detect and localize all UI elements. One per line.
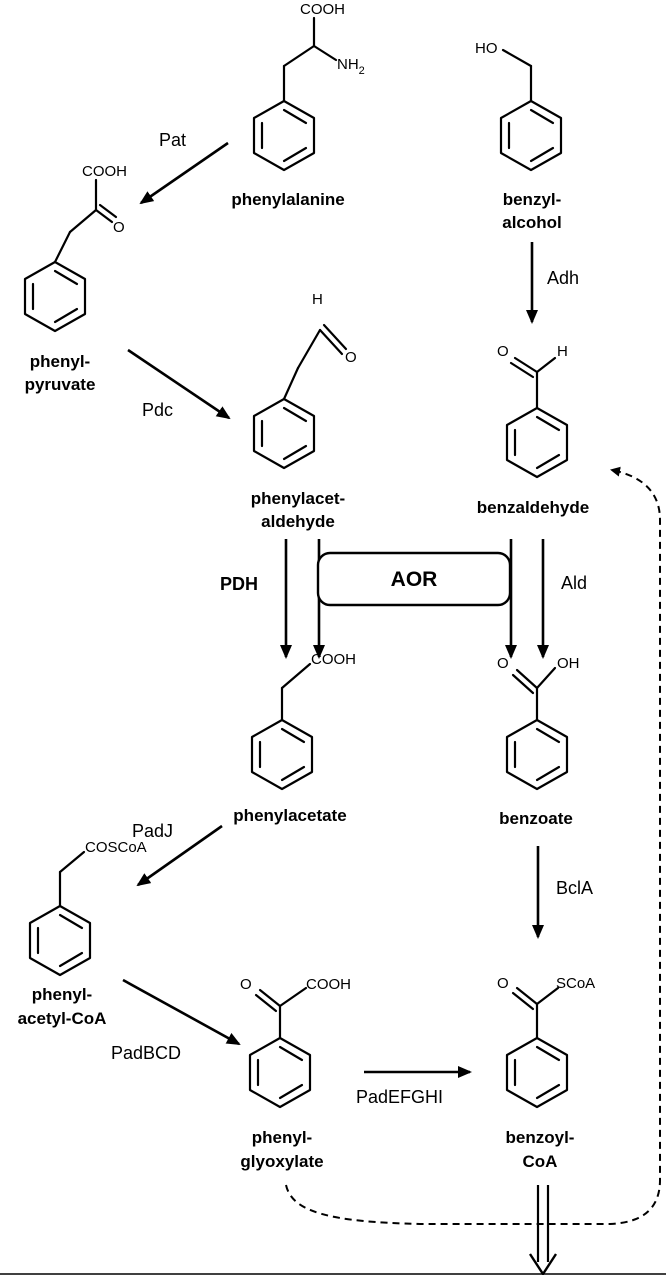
downstream-double-arrow bbox=[528, 1185, 558, 1275]
enzyme-pdc-label: Pdc bbox=[142, 400, 173, 420]
enzyme-ald-label: Ald bbox=[561, 573, 587, 593]
benzyl-alcohol-ho-label: HO bbox=[475, 40, 498, 57]
phenylpyruvate-structure bbox=[23, 178, 118, 333]
enzyme-pdh-label: PDH bbox=[220, 574, 258, 594]
compound-benzyl-alcohol: HO benzyl- alcohol bbox=[475, 40, 563, 232]
phenylacetate-name: phenylacetate bbox=[233, 806, 346, 825]
enzyme-adh-label: Adh bbox=[547, 268, 579, 288]
compound-benzoate: O OH benzoate bbox=[497, 655, 580, 828]
benzoyl-coa-name-line1: benzoyl- bbox=[506, 1128, 575, 1147]
phenylacetyl-coa-name-line1: phenyl- bbox=[32, 985, 92, 1004]
phenylalanine-nh-text: NH bbox=[337, 56, 359, 73]
compound-phenylacetyl-coa: COSCoA phenyl- acetyl-CoA bbox=[18, 839, 147, 1028]
phenylglyoxylate-structure bbox=[248, 986, 312, 1109]
compound-phenylpyruvate: COOH O phenyl- pyruvate bbox=[23, 163, 127, 394]
benzaldehyde-name: benzaldehyde bbox=[477, 498, 589, 517]
enzyme-padbcd-label: PadBCD bbox=[111, 1043, 181, 1063]
benzoate-oh-label: OH bbox=[557, 655, 580, 672]
benzoyl-coa-o-label: O bbox=[497, 975, 509, 992]
compound-phenylalanine: COOH NH2 phenylalanine bbox=[231, 1, 364, 209]
phenylglyoxylate-cooh-label: COOH bbox=[306, 976, 351, 993]
phenylacetyl-coa-structure bbox=[28, 850, 92, 977]
benzoate-name: benzoate bbox=[499, 809, 573, 828]
aor-box bbox=[316, 551, 512, 607]
benzyl-alcohol-name-line1: benzyl- bbox=[503, 190, 562, 209]
phenylacetaldehyde-h-label: H bbox=[312, 291, 323, 308]
benzoate-o-label: O bbox=[497, 655, 509, 672]
benzoate-structure bbox=[505, 666, 569, 791]
benzoyl-coa-name-line2: CoA bbox=[523, 1152, 558, 1171]
phenylacetaldehyde-name-line1: phenylacet- bbox=[251, 489, 345, 508]
phenylglyoxylate-o-label: O bbox=[240, 976, 252, 993]
compound-phenylacetaldehyde: H O phenylacet- aldehyde bbox=[251, 291, 357, 531]
phenylglyoxylate-name-line1: phenyl- bbox=[252, 1128, 312, 1147]
phenylacetyl-coa-coscoa-label: COSCoA bbox=[85, 839, 147, 856]
benzoyl-coa-structure bbox=[505, 986, 569, 1109]
phenylacetyl-coa-name-line2: acetyl-CoA bbox=[18, 1009, 107, 1028]
benzyl-alcohol-name-line2: alcohol bbox=[502, 213, 562, 232]
phenylacetate-structure bbox=[250, 662, 314, 791]
arrow-pdc bbox=[127, 348, 231, 420]
phenylalanine-name: phenylalanine bbox=[231, 190, 344, 209]
phenylacetaldehyde-name-line2: aldehyde bbox=[261, 512, 335, 531]
arrow-pat bbox=[139, 141, 229, 205]
arrow-padj bbox=[136, 824, 223, 887]
dashed-arrow-to-benzaldehyde bbox=[285, 466, 661, 1225]
compound-phenylglyoxylate: O COOH phenyl- glyoxylate bbox=[240, 976, 351, 1171]
phenylalanine-nh2-subscript: 2 bbox=[359, 65, 365, 77]
enzyme-bcla-label: BclA bbox=[556, 878, 593, 898]
compound-phenylacetate: COOH phenylacetate bbox=[233, 651, 356, 825]
phenylacetaldehyde-o-label: O bbox=[345, 349, 357, 366]
benzoyl-coa-scoa-label: SCoA bbox=[556, 975, 595, 992]
phenylpyruvate-o-label: O bbox=[113, 219, 125, 236]
enzyme-pat-label: Pat bbox=[159, 130, 186, 150]
phenylalanine-nh2-label: NH2 bbox=[337, 56, 365, 77]
benzyl-alcohol-structure bbox=[499, 48, 563, 172]
arrow-padbcd bbox=[122, 978, 241, 1046]
phenylalanine-cooh-label: COOH bbox=[300, 1, 345, 18]
phenylalanine-structure bbox=[252, 16, 338, 172]
compound-benzoyl-coa: O SCoA benzoyl- CoA bbox=[497, 975, 595, 1171]
phenylacetaldehyde-structure bbox=[252, 323, 348, 470]
phenylpyruvate-name-line2: pyruvate bbox=[25, 375, 96, 394]
enzyme-aor-label: AOR bbox=[391, 568, 438, 591]
benzaldehyde-h-label: H bbox=[557, 343, 568, 360]
compound-benzaldehyde: O H benzaldehyde bbox=[477, 343, 589, 517]
enzyme-padj-label: PadJ bbox=[132, 821, 173, 841]
benzaldehyde-o-label: O bbox=[497, 343, 509, 360]
enzyme-padefghi-label: PadEFGHI bbox=[356, 1087, 443, 1107]
phenylglyoxylate-name-line2: glyoxylate bbox=[240, 1152, 323, 1171]
phenylpyruvate-name-line1: phenyl- bbox=[30, 352, 90, 371]
phenylpyruvate-cooh-label: COOH bbox=[82, 163, 127, 180]
benzaldehyde-structure bbox=[505, 356, 569, 479]
